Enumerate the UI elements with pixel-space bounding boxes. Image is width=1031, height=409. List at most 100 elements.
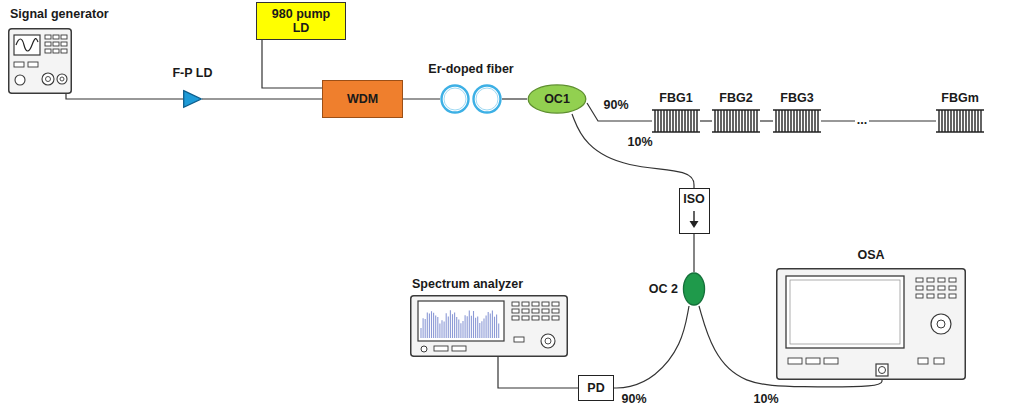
isolator-arrow — [679, 210, 709, 230]
spectrum-analyzer-part — [481, 321, 482, 338]
spectrum-analyzer-part — [473, 311, 474, 338]
fiber-bragg-grating-part — [980, 110, 981, 132]
optical-spectrum-analyzer-part — [916, 278, 923, 282]
fiber-connector — [403, 98, 440, 99]
erbium-fiber-coil-part — [476, 88, 498, 110]
spectrum-analyzer-part — [522, 302, 529, 306]
spectrum-analyzer-part — [462, 321, 463, 338]
fiber-bragg-grating-part — [666, 110, 667, 132]
spectrum-analyzer-part — [479, 323, 480, 338]
pump-laser-box: 980 pump LD — [256, 2, 346, 40]
optical-spectrum-analyzer-part — [949, 286, 956, 290]
instrument-label: Spectrum analyzer — [412, 277, 523, 291]
fiber-bragg-grating-part — [723, 110, 724, 132]
spectrum-analyzer-part — [475, 318, 476, 338]
split-ratio-label: ... — [855, 114, 869, 128]
optical-spectrum-analyzer-part — [806, 358, 820, 364]
spectrum-analyzer-part — [514, 337, 524, 342]
fiber-bragg-grating-part — [672, 110, 673, 132]
erbium-fiber-coil-part — [474, 86, 501, 113]
split-ratio-label: 90% — [619, 393, 648, 407]
device-label: ISO — [683, 192, 705, 206]
fiber-bragg-grating-part — [684, 110, 685, 132]
grating-label: FBG2 — [719, 91, 752, 105]
spectrum-analyzer-part — [477, 316, 478, 338]
spectrum-analyzer-part — [532, 309, 539, 313]
signal-generator-part — [9, 29, 72, 94]
fiber-bragg-grating-part — [944, 110, 945, 132]
fiber-bragg-grating-part — [814, 110, 815, 132]
fiber-bragg-grating: FBG2 — [712, 109, 760, 133]
spectrum-analyzer-part — [467, 316, 468, 338]
signal-generator-part — [45, 42, 51, 46]
signal-generator: Signal generator — [8, 28, 72, 94]
fiber-bragg-grating-part — [790, 110, 791, 132]
fiber-bragg-grating-part — [753, 110, 754, 132]
spectrum-analyzer-part — [492, 311, 493, 338]
spectrum-analyzer-part — [441, 320, 442, 338]
spectrum-analyzer-part — [496, 314, 497, 338]
fiber-bragg-grating-part — [781, 110, 782, 132]
optical-spectrum-analyzer-part — [934, 358, 944, 364]
optical-spectrum-analyzer-part — [876, 364, 888, 376]
spectrum-analyzer-part — [552, 302, 559, 306]
spectrum-analyzer-part — [423, 318, 424, 338]
spectrum-analyzer-part — [454, 313, 455, 338]
fiber-bragg-grating-drawing — [712, 109, 760, 133]
erbium-fiber-coil: Er-doped fiber — [440, 84, 502, 114]
spectrum-analyzer: Spectrum analyzer — [410, 295, 568, 357]
spectrum-analyzer-part — [456, 317, 457, 338]
fiber-bragg-grating-part — [738, 110, 739, 132]
laser-diode-triangle-drawing — [183, 90, 202, 108]
fiber-bragg-grating-drawing — [652, 109, 700, 133]
spectrum-analyzer-part — [522, 309, 529, 313]
fiber-bragg-grating-part — [971, 110, 972, 132]
laser-diode-triangle-part — [184, 91, 202, 108]
instrument-label: Signal generator — [10, 7, 109, 21]
spectrum-analyzer-part — [498, 323, 499, 338]
spectrum-analyzer-part — [446, 313, 447, 338]
spectrum-analyzer-part — [488, 312, 489, 338]
signal-generator-part — [42, 73, 54, 85]
fiber-bragg-grating-part — [669, 110, 670, 132]
optical-spectrum-analyzer-part — [927, 278, 934, 282]
device-label: 980 pump LD — [270, 7, 332, 36]
spectrum-analyzer-part — [434, 346, 448, 351]
signal-generator-part — [45, 35, 51, 39]
signal-generator-part — [16, 39, 38, 51]
fiber-connector — [693, 234, 694, 272]
spectrum-analyzer-part — [541, 334, 555, 348]
spectrum-analyzer-drawing — [410, 295, 568, 357]
fiber-connector — [498, 357, 578, 388]
fiber-connector — [66, 94, 183, 99]
device-label: OC1 — [544, 92, 570, 106]
spectrum-analyzer-part — [458, 320, 459, 338]
spectrum-analyzer-part — [532, 316, 539, 320]
device-label: Er-doped fiber — [428, 62, 513, 76]
spectrum-analyzer-part — [433, 313, 434, 338]
grating-label: FBG1 — [659, 91, 692, 105]
fiber-bragg-grating-part — [947, 110, 948, 132]
fiber-bragg-grating-part — [678, 110, 679, 132]
signal-generator-part — [57, 74, 67, 84]
split-ratio-label: 10% — [625, 136, 654, 150]
fiber-bragg-grating: FBG1 — [652, 109, 700, 133]
signal-generator-part — [53, 35, 59, 39]
fiber-bragg-grating-part — [657, 110, 658, 132]
fiber-bragg-grating-part — [660, 110, 661, 132]
optical-spectrum-analyzer-part — [790, 280, 900, 344]
fiber-bragg-grating-part — [965, 110, 966, 132]
signal-generator-part — [61, 42, 67, 46]
signal-generator-part — [61, 35, 67, 39]
fiber-bragg-grating-part — [799, 110, 800, 132]
fiber-connector — [502, 98, 527, 99]
spectrum-analyzer-part — [431, 311, 432, 338]
laser-diode-triangle: F-P LD — [183, 90, 202, 108]
fiber-bragg-grating-part — [756, 110, 757, 132]
signal-generator-part — [14, 35, 40, 55]
fiber-bragg-grating-part — [750, 110, 751, 132]
coupler-ellipse-part — [528, 85, 586, 113]
spectrum-analyzer-part — [427, 312, 428, 338]
optical-spectrum-analyzer-drawing — [776, 268, 966, 380]
